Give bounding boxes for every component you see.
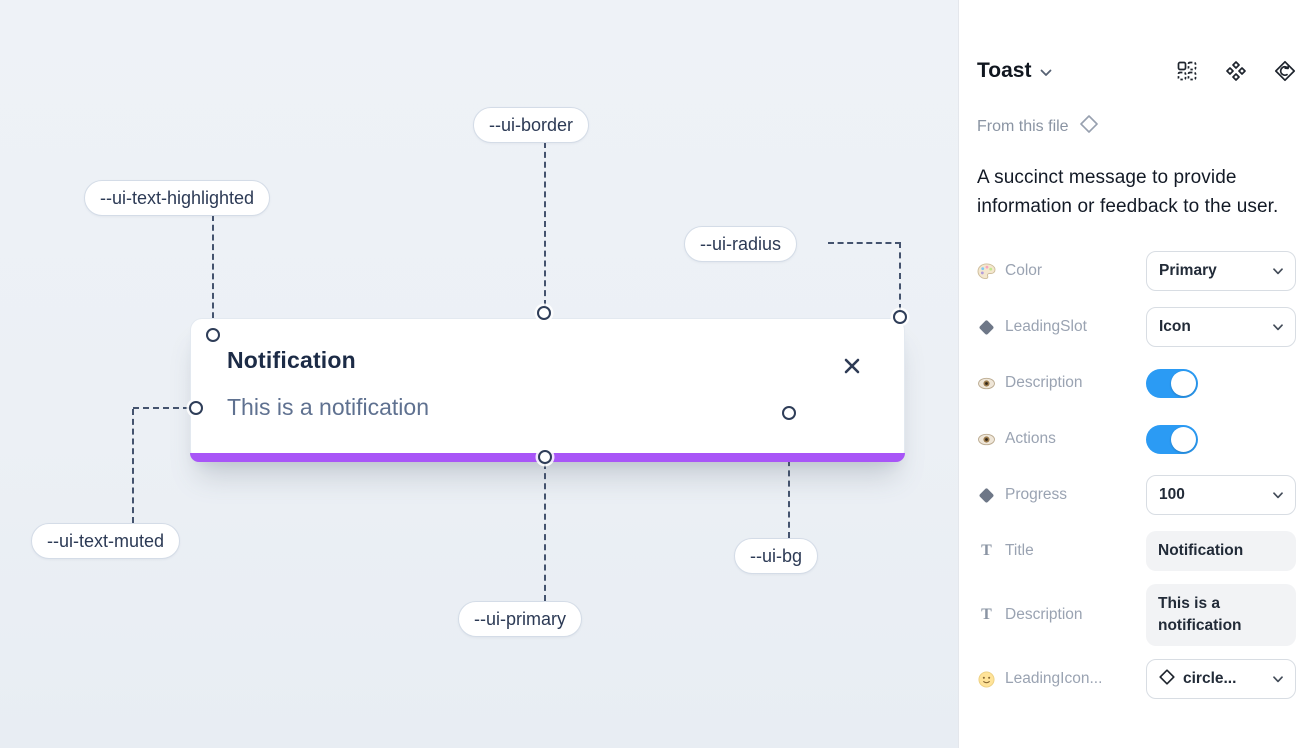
panel-header: Toast [977, 54, 1296, 88]
connector-dot-bg [782, 406, 796, 420]
connector-line-ui-text-muted-h [133, 407, 189, 409]
toast-description: This is a notification [227, 394, 429, 420]
chevron-down-icon [1273, 262, 1283, 280]
actions-toggle[interactable] [1146, 424, 1198, 454]
chevron-down-icon [1273, 486, 1283, 504]
palette-icon [977, 262, 996, 280]
text-icon: T [981, 606, 992, 623]
property-rows: Color Primary LeadingSlot Icon [977, 243, 1296, 707]
property-row-leadingicon: LeadingIcon... circle... [977, 651, 1296, 707]
connector-dot-text-muted [189, 401, 203, 415]
smiley-icon [977, 670, 996, 688]
property-row-actions-toggle: Actions [977, 411, 1296, 467]
description-toggle[interactable] [1146, 368, 1198, 398]
connector-line-ui-border [544, 142, 546, 306]
connector-line-ui-bg [788, 419, 790, 538]
token-label-ui-radius[interactable]: --ui-radius [684, 226, 798, 262]
toast-component[interactable]: Notification This is a notification [190, 318, 905, 462]
property-row-description-text: T Description This is a notification [977, 579, 1296, 651]
connector-line-ui-text-muted-v [132, 409, 134, 523]
leadingicon-dropdown[interactable]: circle... [1146, 659, 1296, 699]
detach-instance-icon[interactable] [1274, 60, 1296, 82]
connector-dot-radius [893, 310, 907, 324]
token-label-ui-border[interactable]: --ui-border [473, 107, 590, 143]
connector-dot-border [537, 306, 551, 320]
property-label: Description [1005, 374, 1083, 391]
swap-instance-icon[interactable] [1176, 60, 1198, 82]
property-label: Actions [1005, 430, 1056, 447]
source-label: From this file [977, 117, 1069, 135]
description-text-field[interactable]: This is a notification [1146, 584, 1296, 646]
property-label: LeadingIcon... [1005, 670, 1103, 687]
eye-icon [977, 433, 996, 446]
source-row: From this file [977, 114, 1296, 139]
chevron-down-icon [1273, 318, 1283, 336]
toast-title: Notification [227, 347, 356, 373]
connector-line-ui-primary [544, 463, 546, 601]
token-label-ui-text-highlighted[interactable]: --ui-text-highlighted [84, 180, 271, 216]
diamond-icon [977, 319, 996, 335]
design-canvas[interactable]: Notification This is a notification --ui… [0, 0, 958, 748]
token-label-ui-bg[interactable]: --ui-bg [734, 538, 819, 574]
diamond-outline-icon [1159, 668, 1175, 690]
component-icon[interactable] [1225, 60, 1247, 82]
progress-dropdown[interactable]: 100 [1146, 475, 1296, 515]
token-label-ui-text-muted[interactable]: --ui-text-muted [31, 523, 181, 559]
leadingslot-dropdown[interactable]: Icon [1146, 307, 1296, 347]
close-icon[interactable] [842, 356, 862, 376]
property-label: LeadingSlot [1005, 318, 1087, 335]
diamond-icon [977, 487, 996, 503]
properties-panel: Toast [958, 0, 1312, 748]
diamond-outline-icon [1079, 114, 1099, 139]
connector-line-ui-text-highlighted [212, 215, 214, 328]
component-name[interactable]: Toast [977, 59, 1032, 82]
header-icon-group [1176, 60, 1296, 82]
property-row-description-toggle: Description [977, 355, 1296, 411]
property-row-title: T Title Notification [977, 523, 1296, 579]
color-dropdown[interactable]: Primary [1146, 251, 1296, 291]
eye-icon [977, 377, 996, 390]
connector-line-ui-radius-h [828, 242, 901, 244]
text-icon: T [981, 542, 992, 559]
connector-line-ui-radius-v [899, 242, 901, 310]
property-label: Description [1005, 606, 1083, 623]
property-label: Color [1005, 262, 1043, 279]
title-text-field[interactable]: Notification [1146, 531, 1296, 571]
property-row-leadingslot: LeadingSlot Icon [977, 299, 1296, 355]
toggle-knob [1171, 426, 1196, 452]
component-description: A succinct message to provide informatio… [977, 167, 1279, 217]
chevron-down-icon[interactable] [1040, 64, 1052, 82]
toggle-knob [1171, 370, 1196, 396]
property-row-color: Color Primary [977, 243, 1296, 299]
token-label-ui-primary[interactable]: --ui-primary [458, 601, 582, 637]
connector-dot-text-highlighted [206, 328, 220, 342]
property-label: Title [1005, 542, 1034, 559]
property-label: Progress [1005, 486, 1068, 503]
connector-dot-primary [538, 450, 552, 464]
chevron-down-icon [1273, 670, 1283, 688]
property-row-progress: Progress 100 [977, 467, 1296, 523]
